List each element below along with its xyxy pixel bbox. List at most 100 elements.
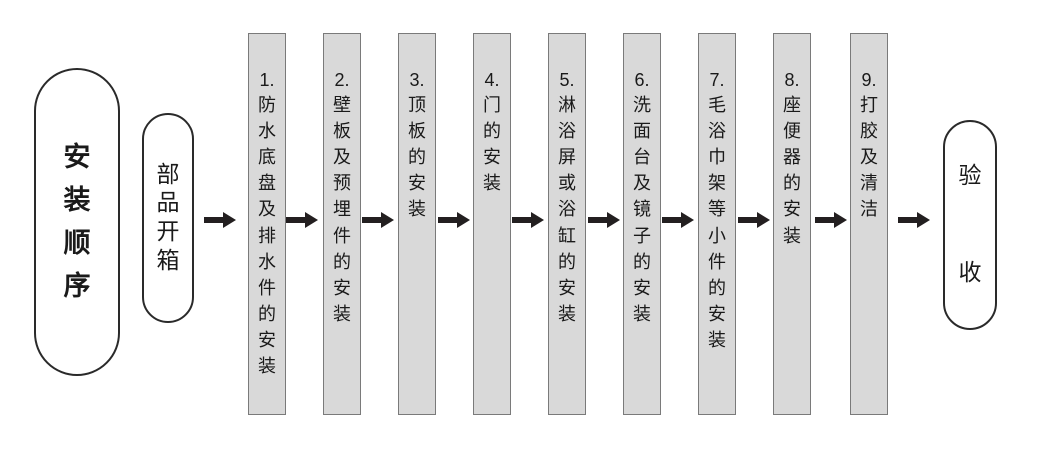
step-box: 1.防水底盘及排水件的安装 [248,33,286,415]
step-text: 3.顶板的安装 [399,67,435,224]
title-char: 顺 [63,228,91,259]
right-arrow-icon [438,212,470,228]
step-number: 5. [559,70,575,90]
step-char: 面 [633,121,651,143]
step-char: 淋 [558,95,576,117]
step-char: 装 [708,329,726,351]
step-char: 安 [633,277,651,299]
step-char: 板 [408,121,426,143]
step-number: 8. [784,70,800,90]
step-char: 安 [558,277,576,299]
step-box: 3.顶板的安装 [398,33,436,415]
step-char: 浴 [708,121,726,143]
step-number: 4. [484,70,500,90]
step-char: 水 [258,121,276,143]
step-char: 装 [783,225,801,247]
step-box: 9. 打胶及清洁 [850,33,888,415]
step-text: 8.座便器的安装 [774,67,810,250]
right-arrow-icon [362,212,394,228]
step-char: 洗 [633,95,651,117]
step-char: 壁 [333,95,351,117]
step-text: 7. 毛浴巾架等小件的安装 [699,67,735,354]
right-arrow-icon [815,212,847,228]
step-char: 装 [258,356,276,378]
step-char: 缸 [558,225,576,247]
step-char: 的 [633,251,651,273]
end-char: 验 [958,162,982,189]
step-char: 等 [708,199,726,221]
step-char: 安 [408,173,426,195]
step-char: 安 [708,303,726,325]
step-number: 6. [634,70,650,90]
step-char: 小 [708,225,726,247]
step-char: 及 [633,173,651,195]
step-box: 2.壁板及预埋件的安装 [323,33,361,415]
right-arrow-icon [512,212,544,228]
step-char: 装 [408,199,426,221]
step-char: 洁 [860,199,878,221]
step-char: 毛 [708,95,726,117]
step-char: 子 [633,225,651,247]
step-char: 器 [783,147,801,169]
step-number: 3. [409,70,425,90]
step-char: 架 [708,173,726,195]
step-text: 1.防水底盘及排水件的安装 [249,67,285,380]
right-arrow-icon [204,212,236,228]
start-pill: 部品开箱 [142,113,194,323]
right-arrow-icon [286,212,318,228]
step-char: 安 [333,277,351,299]
end-text: 验收 [959,160,982,291]
step-char: 底 [258,147,276,169]
step-char: 及 [258,199,276,221]
right-arrow-icon [898,212,930,228]
title-pill: 安装顺序 [34,68,120,376]
step-char: 的 [333,251,351,273]
step-char: 件 [333,225,351,247]
step-char: 或 [558,173,576,195]
step-text: 6. 洗面台及镜子的安装 [624,67,660,328]
start-text: 部品开箱 [157,161,180,276]
step-char: 清 [860,173,878,195]
step-char: 的 [258,303,276,325]
step-char: 板 [333,121,351,143]
step-number: 7. [709,70,725,90]
step-char: 巾 [708,147,726,169]
right-arrow-icon [662,212,694,228]
step-number: 2. [334,70,350,90]
step-char: 镜 [633,199,651,221]
step-number: 9. [861,70,877,90]
step-char: 台 [633,147,651,169]
step-char: 安 [258,329,276,351]
step-char: 排 [258,225,276,247]
step-char: 埋 [333,199,351,221]
title-char: 装 [63,184,91,216]
step-char: 装 [633,303,651,325]
start-char: 品 [156,190,180,217]
start-char: 开 [156,219,180,245]
step-text: 5.淋浴屏或浴缸的安装 [549,67,585,328]
step-char: 及 [860,147,878,169]
step-char: 的 [708,277,726,299]
step-char: 打 [860,95,878,117]
step-char: 的 [783,173,801,195]
step-box: 6. 洗面台及镜子的安装 [623,33,661,415]
step-char: 预 [333,173,351,195]
end-pill: 验收 [943,120,997,330]
step-text: 2.壁板及预埋件的安装 [324,67,360,328]
step-box: 7. 毛浴巾架等小件的安装 [698,33,736,415]
step-char: 装 [333,303,351,325]
step-char: 座 [783,95,801,117]
step-char: 浴 [558,121,576,143]
step-char: 件 [708,251,726,273]
step-char: 水 [258,251,276,273]
step-char: 安 [783,199,801,221]
step-char: 胶 [860,121,878,143]
step-text: 4.门的安装 [474,67,510,197]
step-char: 件 [258,277,276,299]
step-char: 装 [483,173,501,195]
start-char: 部 [156,161,180,188]
step-char: 的 [408,147,426,169]
right-arrow-icon [588,212,620,228]
step-text: 9. 打胶及清洁 [851,67,887,224]
step-box: 5.淋浴屏或浴缸的安装 [548,33,586,415]
